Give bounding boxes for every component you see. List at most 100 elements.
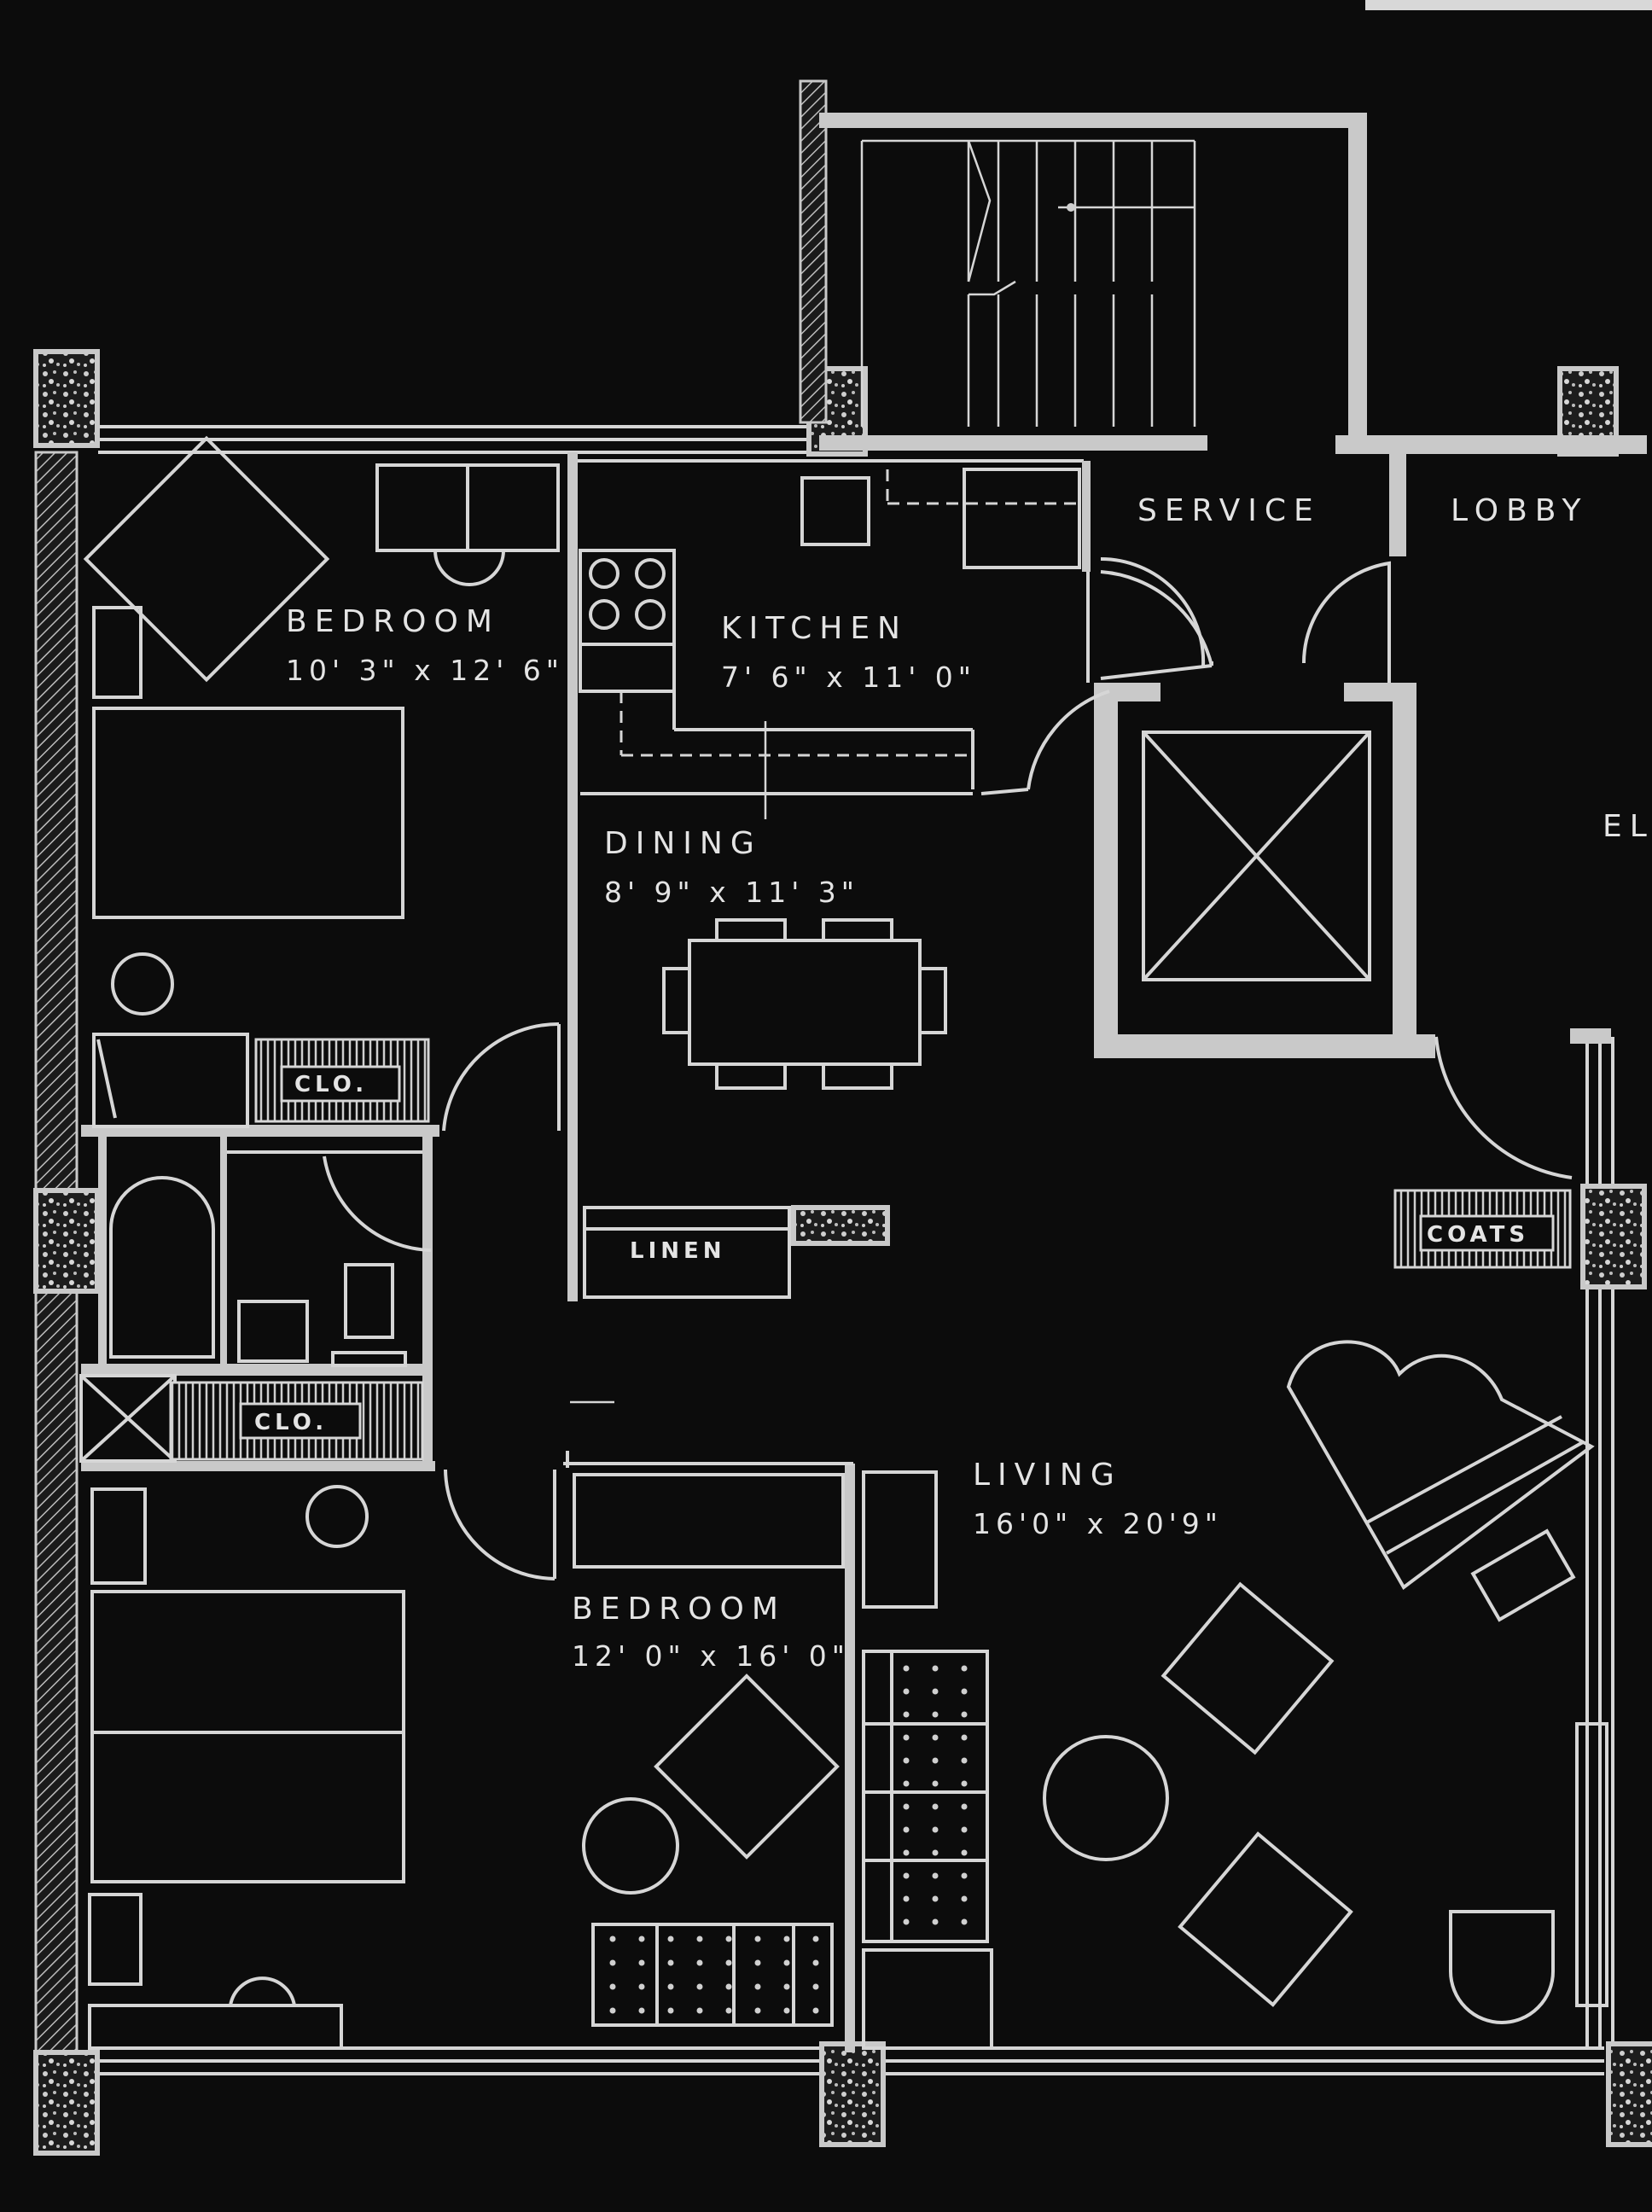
column-bottom-mid bbox=[819, 2041, 886, 2147]
armchair-1 bbox=[1160, 1581, 1335, 1755]
coats-label: COATS bbox=[1427, 1222, 1529, 1248]
nightstand-diamond bbox=[83, 435, 330, 683]
furniture-dot bbox=[696, 1959, 703, 1966]
furniture-dot bbox=[932, 1688, 939, 1695]
closet-1-label: CLO. bbox=[294, 1072, 368, 1097]
furniture-dot bbox=[961, 1803, 968, 1810]
bedroom-2-dimensions: 12' 0" x 16' 0" bbox=[572, 1639, 850, 1673]
bedroom-1-furniture bbox=[83, 435, 560, 1128]
sofa-dotted bbox=[862, 1650, 989, 1943]
living-label: LIVING bbox=[973, 1458, 1122, 1493]
stove bbox=[579, 549, 676, 693]
interior-walls bbox=[81, 452, 1611, 2052]
furniture-dot bbox=[903, 1803, 910, 1810]
sink bbox=[800, 476, 870, 546]
furniture-dot bbox=[961, 1734, 968, 1741]
bedroom-1-label: BEDROOM bbox=[286, 604, 500, 639]
furniture-dot bbox=[961, 1872, 968, 1879]
furniture-dot bbox=[783, 2007, 790, 2014]
bedroom-2-label: BEDROOM bbox=[572, 1592, 786, 1627]
furniture-dot bbox=[932, 1734, 939, 1741]
furniture-dot bbox=[783, 1959, 790, 1966]
sink-bath bbox=[344, 1263, 394, 1339]
bathtub bbox=[109, 1176, 215, 1359]
furniture-dot bbox=[961, 1918, 968, 1925]
furniture-dot bbox=[961, 1780, 968, 1787]
column-top-left bbox=[33, 349, 100, 448]
furniture-dot bbox=[725, 2007, 732, 2014]
furniture-dot bbox=[812, 1959, 819, 1966]
furniture-dot bbox=[903, 1872, 910, 1879]
structural-columns bbox=[33, 349, 1652, 2156]
room-labels: BEDROOM 10' 3" x 12' 6" KITCHEN 7' 6" x … bbox=[254, 493, 1652, 1673]
furniture-dot bbox=[812, 2007, 819, 2014]
bathroom-fixtures bbox=[79, 1150, 424, 1463]
toilet bbox=[237, 1300, 309, 1363]
living-furniture bbox=[862, 1189, 1608, 2050]
furniture-dot bbox=[609, 1983, 616, 1990]
furniture-dot bbox=[961, 1757, 968, 1764]
furniture-dot bbox=[932, 1711, 939, 1718]
kitchen-fixtures bbox=[579, 468, 1084, 819]
door-swings bbox=[323, 556, 1573, 1580]
service-label: SERVICE bbox=[1137, 493, 1321, 528]
furniture-dot bbox=[903, 1665, 910, 1672]
column-mid-right bbox=[1580, 1184, 1647, 1289]
furniture-dot bbox=[903, 1849, 910, 1856]
furniture-dot bbox=[903, 1688, 910, 1695]
lobby-label: LOBBY bbox=[1451, 493, 1589, 528]
furniture-dot bbox=[903, 1711, 910, 1718]
dresser-dotted bbox=[591, 1923, 834, 2027]
furniture-dot bbox=[754, 2007, 761, 2014]
furniture-dot bbox=[754, 1959, 761, 1966]
furniture-dot bbox=[961, 1711, 968, 1718]
furniture-dot bbox=[667, 1983, 674, 1990]
furniture-dot bbox=[725, 1983, 732, 1990]
dining-furniture bbox=[662, 918, 947, 1090]
furniture-dot bbox=[961, 1688, 968, 1695]
furniture-dot bbox=[725, 1936, 732, 1942]
furniture-dot bbox=[725, 1959, 732, 1966]
bed-2 bbox=[90, 1590, 405, 1883]
bedroom-1-dimensions: 10' 3" x 12' 6" bbox=[286, 654, 564, 687]
furniture-dot bbox=[932, 1895, 939, 1902]
furniture-dot bbox=[932, 1872, 939, 1879]
furniture-dot bbox=[754, 1936, 761, 1942]
linen-closet bbox=[583, 1206, 791, 1299]
armchair-2 bbox=[1178, 1831, 1353, 2007]
furniture-dot bbox=[812, 1983, 819, 1990]
furniture-dot bbox=[903, 1734, 910, 1741]
furniture-dot bbox=[609, 2007, 616, 2014]
furniture-dots bbox=[609, 1665, 968, 2014]
closet-2-label: CLO. bbox=[254, 1410, 328, 1435]
furniture-dot bbox=[903, 1826, 910, 1833]
column-linen bbox=[791, 1205, 890, 1246]
furniture-dot bbox=[696, 1983, 703, 1990]
furniture-dot bbox=[932, 1803, 939, 1810]
dining-dimensions: 8' 9" x 11' 3" bbox=[604, 876, 859, 909]
furniture-dot bbox=[903, 1780, 910, 1787]
furniture-dot bbox=[961, 1895, 968, 1902]
bedroom-2-furniture bbox=[88, 1473, 845, 2050]
dining-label: DINING bbox=[604, 826, 762, 861]
chair-diamond-bedroom bbox=[654, 1674, 840, 1860]
furniture-dot bbox=[638, 2007, 645, 2014]
furniture-dot bbox=[903, 1757, 910, 1764]
furniture-dot bbox=[932, 1665, 939, 1672]
furniture-dot bbox=[961, 1826, 968, 1833]
column-bottom-left bbox=[33, 2050, 100, 2156]
furniture-dot bbox=[903, 1895, 910, 1902]
furniture-dot bbox=[667, 2007, 674, 2014]
furniture-dot bbox=[609, 1959, 616, 1966]
piano bbox=[1286, 1340, 1595, 1590]
furniture-dot bbox=[932, 1780, 939, 1787]
furniture-dot bbox=[812, 1936, 819, 1942]
furniture-dot bbox=[783, 1983, 790, 1990]
furniture-dot bbox=[932, 1849, 939, 1856]
furniture-dot bbox=[783, 1936, 790, 1942]
elevator-partial-label: EL bbox=[1603, 809, 1652, 844]
linen-label: LINEN bbox=[630, 1238, 726, 1264]
coffee-table bbox=[1043, 1735, 1169, 1861]
furniture-dot bbox=[903, 1918, 910, 1925]
furniture-dot bbox=[932, 1826, 939, 1833]
